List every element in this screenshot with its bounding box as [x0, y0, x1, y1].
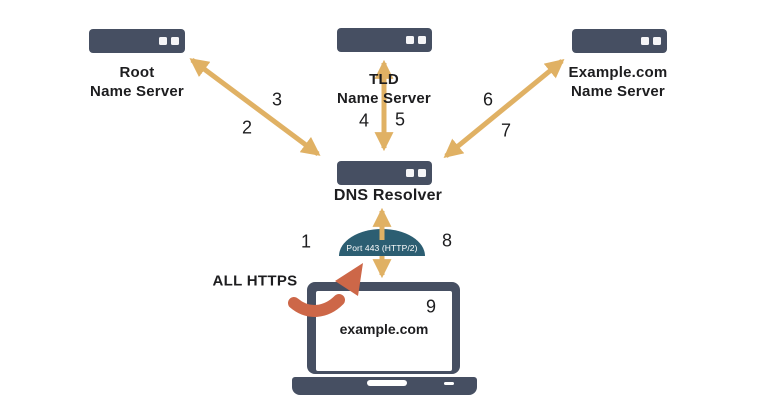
example-label-line1: Example.com [568, 64, 668, 81]
step-number-1: 1 [300, 231, 312, 252]
tld-label-line1: TLD [369, 71, 399, 88]
dns-resolver-label: DNS Resolver [333, 187, 443, 204]
server-indicator-light [406, 169, 414, 177]
laptop-indicator [444, 382, 454, 385]
root-name-server-icon [89, 29, 185, 53]
root-name-server-label: Root Name Server [90, 63, 184, 101]
step-number-6: 6 [482, 89, 494, 110]
step-number-8: 8 [441, 230, 453, 251]
laptop-notch [367, 380, 407, 386]
server-indicator-light [406, 36, 414, 44]
tld-name-server-icon [337, 28, 432, 52]
port-443-label: Port 443 (HTTP/2) [346, 243, 418, 253]
client-domain-label: example.com [339, 321, 429, 337]
all-https-label: ALL HTTPS [212, 272, 298, 290]
step-number-9: 9 [425, 296, 437, 317]
step-number-5: 5 [394, 109, 406, 130]
server-indicator-light [171, 37, 179, 45]
port-443-badge: Port 443 (HTTP/2) [339, 229, 425, 256]
arrow-root-resolver [189, 57, 321, 157]
tld-name-server-label: TLD Name Server [337, 70, 431, 108]
tld-label-line2: Name Server [337, 90, 431, 107]
root-label-line2: Name Server [90, 83, 184, 100]
server-indicator-light [641, 37, 649, 45]
step-number-3: 3 [271, 89, 283, 110]
step-number-4: 4 [358, 110, 370, 131]
arrow-example-resolver [443, 58, 565, 159]
example-name-server-label: Example.com Name Server [569, 63, 668, 101]
example-name-server-icon [572, 29, 667, 53]
step-number-2: 2 [241, 117, 253, 138]
arrow-shaft-overlay [379, 229, 385, 240]
dns-resolver-icon [337, 161, 432, 185]
server-indicator-light [653, 37, 661, 45]
root-label-line1: Root [119, 64, 155, 81]
laptop-base [292, 377, 477, 395]
step-number-7: 7 [500, 120, 512, 141]
server-indicator-light [159, 37, 167, 45]
server-indicator-light [418, 36, 426, 44]
server-indicator-light [418, 169, 426, 177]
example-label-line2: Name Server [571, 83, 665, 100]
